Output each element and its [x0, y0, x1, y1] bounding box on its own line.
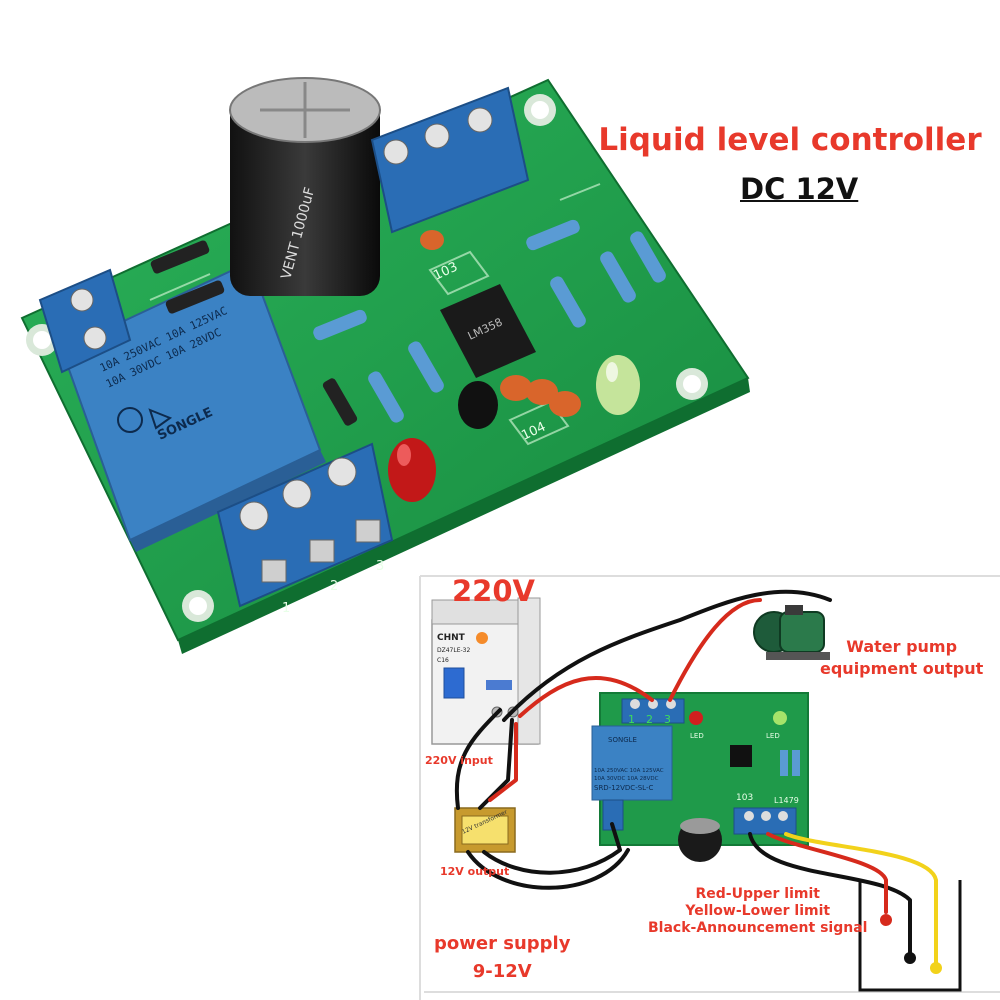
diode — [165, 280, 225, 314]
terminal-block-bottom: 1 2 3 — [216, 442, 394, 616]
diagram-cap-code: 103 — [736, 793, 753, 803]
wire-red — [518, 675, 654, 718]
input-label: 220V input — [425, 754, 493, 767]
wire-black — [502, 589, 832, 722]
red-led — [388, 438, 436, 502]
diagram-relay-brand: SONGLE — [608, 736, 637, 744]
resistor — [313, 309, 367, 341]
limit-red-label: Red-Upper limit — [695, 886, 820, 902]
resistor — [600, 251, 636, 303]
mounting-hole — [524, 94, 556, 126]
wiring-diagram: CHNT DZ47LE-32 C16 12V transformer 1 — [419, 575, 1000, 1000]
transistor — [458, 381, 498, 429]
resistor — [550, 276, 586, 328]
power-supply-line1: power supply — [434, 933, 571, 954]
wire-red — [766, 832, 888, 914]
limit-black-label: Black-Announcement signal — [648, 920, 868, 936]
wire-red — [488, 722, 518, 802]
pcb-board-diagram: 1 2 3 SONGLE 10A 250VAC 10A 125VAC 10A 3… — [591, 692, 809, 862]
limit-yellow-label: Yellow-Lower limit — [685, 903, 831, 919]
resistor — [630, 231, 666, 283]
diagram-led-label-right: LED — [766, 732, 780, 740]
ic-chip: LM358 — [440, 284, 536, 378]
wire-black — [454, 708, 502, 810]
output-label: 12V output — [440, 865, 510, 878]
limits-legend: Red-Upper limit Yellow-Lower limit Black… — [648, 886, 867, 937]
probe-yellow — [930, 962, 942, 974]
diagram-relay-model: SRD-12VDC-SL-C — [594, 784, 653, 792]
terminal-num-1: 1 — [282, 601, 290, 616]
water-pump-icon — [753, 605, 830, 660]
wire-black — [482, 822, 622, 875]
diagram-terminal-3: 3 — [664, 713, 671, 726]
green-led — [596, 355, 640, 415]
diode — [322, 378, 358, 426]
diagram-led-label-left: LED — [690, 732, 704, 740]
probe-red — [880, 914, 892, 926]
page-title: Liquid level controller — [598, 122, 982, 158]
transformer: 12V transformer — [454, 807, 516, 853]
diagram-board-code: L1479 — [774, 796, 799, 805]
resistor — [526, 219, 580, 251]
wire-red — [668, 598, 762, 702]
circuit-breaker: CHNT DZ47LE-32 C16 — [431, 597, 541, 745]
terminal-block-left — [38, 268, 132, 374]
tank-outline — [858, 880, 962, 992]
resistor — [368, 371, 404, 423]
diagram-terminal-2: 2 — [646, 713, 653, 726]
pump-output-label: Water pump equipment output — [820, 636, 983, 680]
breaker-model: DZ47LE-32 — [437, 647, 470, 654]
ceramic-capacitor — [500, 375, 532, 401]
ceramic-capacitor — [526, 379, 558, 405]
resistor — [408, 341, 444, 393]
mounting-hole — [182, 590, 214, 622]
ceramic-capacitor — [549, 391, 581, 417]
diode — [150, 240, 210, 274]
power-supply-label: power supply 9-12V — [434, 930, 570, 986]
breaker-brand: CHNT — [437, 633, 466, 643]
diagram-relay-line2: 10A 30VDC 10A 28VDC — [594, 776, 659, 782]
pump-label-line1: Water pump — [846, 637, 958, 656]
pump-label-line2: equipment output — [820, 659, 984, 678]
mounting-hole — [676, 368, 708, 400]
power-supply-line2: 9-12V — [472, 961, 532, 982]
terminal-block-top — [370, 86, 530, 234]
diagram-relay-line1: 10A 250VAC 10A 125VAC — [594, 768, 664, 774]
mains-voltage-label: 220V — [452, 574, 535, 608]
wire-black — [466, 848, 630, 890]
diagram-terminal-1: 1 — [628, 713, 635, 726]
ceramic-capacitor — [420, 230, 444, 250]
terminal-num-3: 3 — [376, 559, 384, 574]
pcb-board-photo: 10A 250VAC 10A 125VAC 10A 30VDC 10A 28VD… — [20, 77, 750, 654]
breaker-rating: C16 — [437, 657, 449, 664]
probe-black — [904, 952, 916, 964]
wire-yellow — [784, 832, 938, 967]
voltage-subtitle: DC 12V — [740, 172, 859, 206]
wire-black — [748, 832, 912, 960]
terminal-num-2: 2 — [330, 579, 338, 594]
electrolytic-capacitor: VENT 1000uF — [229, 77, 381, 296]
